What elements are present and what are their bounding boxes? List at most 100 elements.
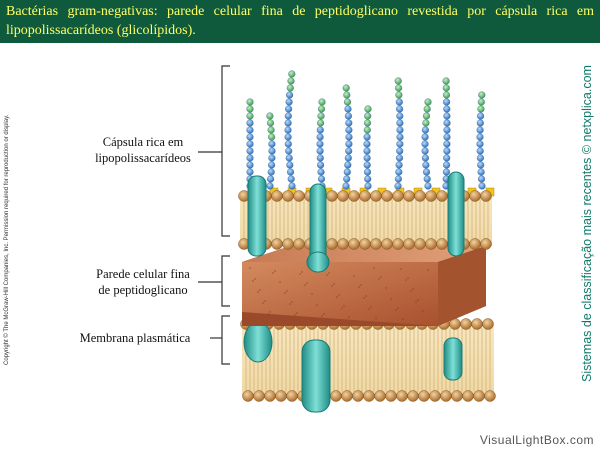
lipid-head bbox=[426, 239, 437, 250]
lps-sugar-bead bbox=[443, 92, 450, 99]
lps-sugar-bead bbox=[317, 120, 324, 127]
lipid-head bbox=[272, 191, 283, 202]
lps-sugar-bead bbox=[364, 113, 371, 120]
lps-sugar-bead bbox=[443, 162, 450, 169]
membrane-protein bbox=[444, 338, 462, 380]
lps-sugar-bead bbox=[396, 155, 403, 162]
lipid-head bbox=[485, 391, 496, 402]
peptidoglycan-texture bbox=[269, 311, 271, 313]
lipid-head bbox=[472, 319, 483, 330]
lipid-head bbox=[327, 191, 338, 202]
peptidoglycan-texture bbox=[321, 315, 323, 317]
lipid-head bbox=[360, 239, 371, 250]
lps-sugar-bead bbox=[424, 176, 431, 183]
lps-sugar-bead bbox=[268, 127, 275, 134]
lipid-head bbox=[349, 191, 360, 202]
peptidoglycan-texture bbox=[254, 278, 256, 280]
lps-sugar-bead bbox=[345, 148, 352, 155]
lipid-head bbox=[426, 191, 437, 202]
peptidoglycan-texture bbox=[267, 313, 269, 315]
peptidoglycan-texture bbox=[316, 304, 318, 306]
peptidoglycan-texture bbox=[405, 279, 407, 281]
lps-sugar-bead bbox=[286, 155, 293, 162]
lps-sugar-bead bbox=[268, 169, 275, 176]
lps-sugar-bead bbox=[247, 113, 254, 120]
lps-sugar-bead bbox=[423, 113, 430, 120]
lps-sugar-bead bbox=[396, 162, 403, 169]
lps-sugar-bead bbox=[395, 85, 402, 92]
label-plasma-membrane: Membrana plasmática bbox=[60, 330, 210, 346]
peptidoglycan-texture bbox=[373, 267, 375, 269]
lps-sugar-bead bbox=[267, 120, 274, 127]
lipid-head bbox=[283, 239, 294, 250]
peptidoglycan-texture bbox=[264, 300, 266, 302]
lps-sugar-bead bbox=[422, 134, 429, 141]
peptidoglycan-texture bbox=[257, 291, 259, 293]
peptidoglycan-texture bbox=[415, 301, 417, 303]
lps-sugar-bead bbox=[364, 148, 371, 155]
lps-sugar-bead bbox=[423, 120, 430, 127]
lipid-head bbox=[452, 391, 463, 402]
lps-sugar-bead bbox=[422, 127, 429, 134]
lipid-head bbox=[283, 191, 294, 202]
lps-sugar-bead bbox=[395, 183, 402, 190]
lps-sugar-bead bbox=[269, 141, 276, 148]
lipid-head bbox=[470, 239, 481, 250]
lps-sugar-bead bbox=[288, 78, 295, 85]
lps-sugar-bead bbox=[344, 162, 351, 169]
peptidoglycan-texture bbox=[360, 284, 362, 286]
lps-sugar-bead bbox=[364, 141, 371, 148]
lps-sugar-bead bbox=[365, 183, 372, 190]
lipid-head bbox=[415, 239, 426, 250]
lps-sugar-bead bbox=[422, 141, 429, 148]
lipid-head bbox=[419, 391, 430, 402]
lipid-head bbox=[364, 391, 375, 402]
lipid-head bbox=[349, 239, 360, 250]
porin-protein bbox=[307, 252, 329, 272]
lps-sugar-bead bbox=[364, 155, 371, 162]
peptidoglycan-texture bbox=[400, 268, 402, 270]
lps-sugar-bead bbox=[247, 127, 254, 134]
lps-sugar-bead bbox=[247, 148, 254, 155]
peptidoglycan-texture bbox=[272, 272, 274, 274]
lps-sugar-bead bbox=[247, 162, 254, 169]
peptidoglycan-texture bbox=[301, 271, 303, 273]
lps-sugar-bead bbox=[395, 169, 402, 176]
peptidoglycan-texture bbox=[296, 312, 298, 314]
lps-sugar-bead bbox=[444, 120, 451, 127]
lps-sugar-bead bbox=[287, 85, 294, 92]
lps-sugar-bead bbox=[477, 134, 484, 141]
lps-sugar-bead bbox=[285, 113, 292, 120]
lps-sugar-bead bbox=[285, 106, 292, 113]
lipid-head bbox=[481, 191, 492, 202]
lps-sugar-bead bbox=[364, 162, 371, 169]
label-capsule-line1: Cápsula rica em bbox=[78, 134, 208, 150]
lps-sugar-bead bbox=[343, 176, 350, 183]
lps-sugar-bead bbox=[443, 155, 450, 162]
lps-sugar-bead bbox=[288, 71, 295, 78]
lps-sugar-bead bbox=[247, 106, 254, 113]
peptidoglycan-texture bbox=[262, 302, 264, 304]
peptidoglycan-texture bbox=[427, 269, 429, 271]
lipid-head bbox=[404, 191, 415, 202]
lps-sugar-bead bbox=[343, 183, 350, 190]
lps-sugar-bead bbox=[396, 92, 403, 99]
lipid-head bbox=[441, 391, 452, 402]
lipid-head bbox=[386, 391, 397, 402]
lps-sugar-bead bbox=[267, 113, 274, 120]
lps-sugar-bead bbox=[287, 169, 294, 176]
label-wall-line2: de peptidoglicano bbox=[78, 282, 208, 298]
lps-sugar-bead bbox=[424, 106, 431, 113]
lipid-head bbox=[415, 191, 426, 202]
lps-sugar-bead bbox=[267, 176, 274, 183]
lps-sugar-bead bbox=[478, 169, 485, 176]
lps-sugar-bead bbox=[318, 106, 325, 113]
lps-sugar-bead bbox=[364, 120, 371, 127]
lps-sugar-bead bbox=[317, 155, 324, 162]
lipid-head bbox=[393, 239, 404, 250]
peptidoglycan-texture bbox=[397, 307, 399, 309]
lps-sugar-bead bbox=[478, 99, 485, 106]
lps-sugar-bead bbox=[425, 99, 432, 106]
lipid-head bbox=[272, 239, 283, 250]
lipid-head bbox=[375, 391, 386, 402]
